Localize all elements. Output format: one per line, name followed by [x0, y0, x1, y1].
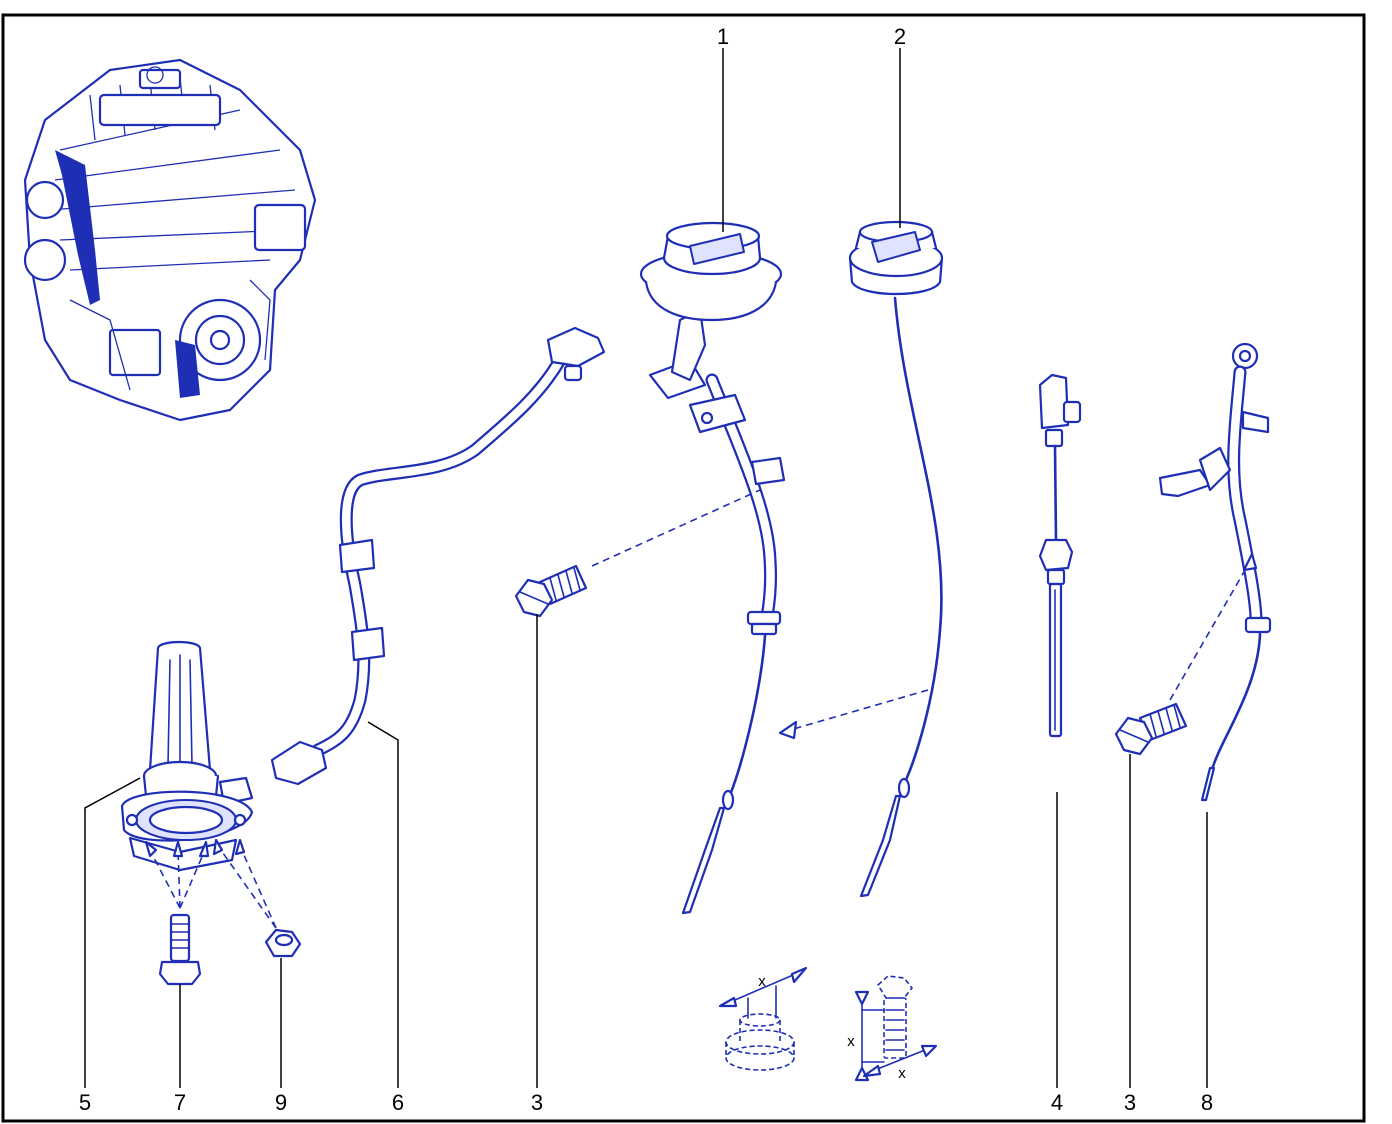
bolt-7: [158, 913, 202, 986]
dimension-x-bolt-width: x: [898, 1065, 906, 1082]
assembly-direction-lines: [144, 489, 1258, 929]
dimension-x-nut: x: [758, 973, 766, 990]
callout-5: 5: [79, 1090, 91, 1115]
callout-7: 7: [174, 1090, 186, 1115]
dipstick-guide-tube: [1158, 342, 1272, 802]
callout-6: 6: [392, 1090, 404, 1115]
callout-1: 1: [717, 24, 729, 49]
diagram-frame: [1, 13, 1366, 1123]
oil-level-sensor: [1038, 373, 1082, 738]
nut-measurement-detail: [718, 966, 808, 1071]
engine-overview-illustration: [23, 58, 317, 422]
dipstick-with-cap: [848, 220, 944, 898]
callout-leader-lines: [84, 48, 1208, 1088]
callout-3-right: 3: [1124, 1090, 1136, 1115]
callout-3-left: 3: [531, 1090, 543, 1115]
bolt-measurement-detail: [854, 975, 938, 1082]
sensor-housing: [120, 640, 254, 872]
wiring-harness: [270, 326, 606, 786]
bolt-right: [1114, 702, 1188, 756]
callout-9: 9: [275, 1090, 287, 1115]
nut-9: [264, 928, 302, 958]
callout-2: 2: [894, 24, 906, 49]
dipstick-tube-assembly: [639, 221, 786, 915]
callout-8: 8: [1201, 1090, 1213, 1115]
callout-4: 4: [1051, 1090, 1063, 1115]
dimension-x-bolt-length: x: [847, 1033, 855, 1050]
bolt-left: [514, 564, 588, 618]
